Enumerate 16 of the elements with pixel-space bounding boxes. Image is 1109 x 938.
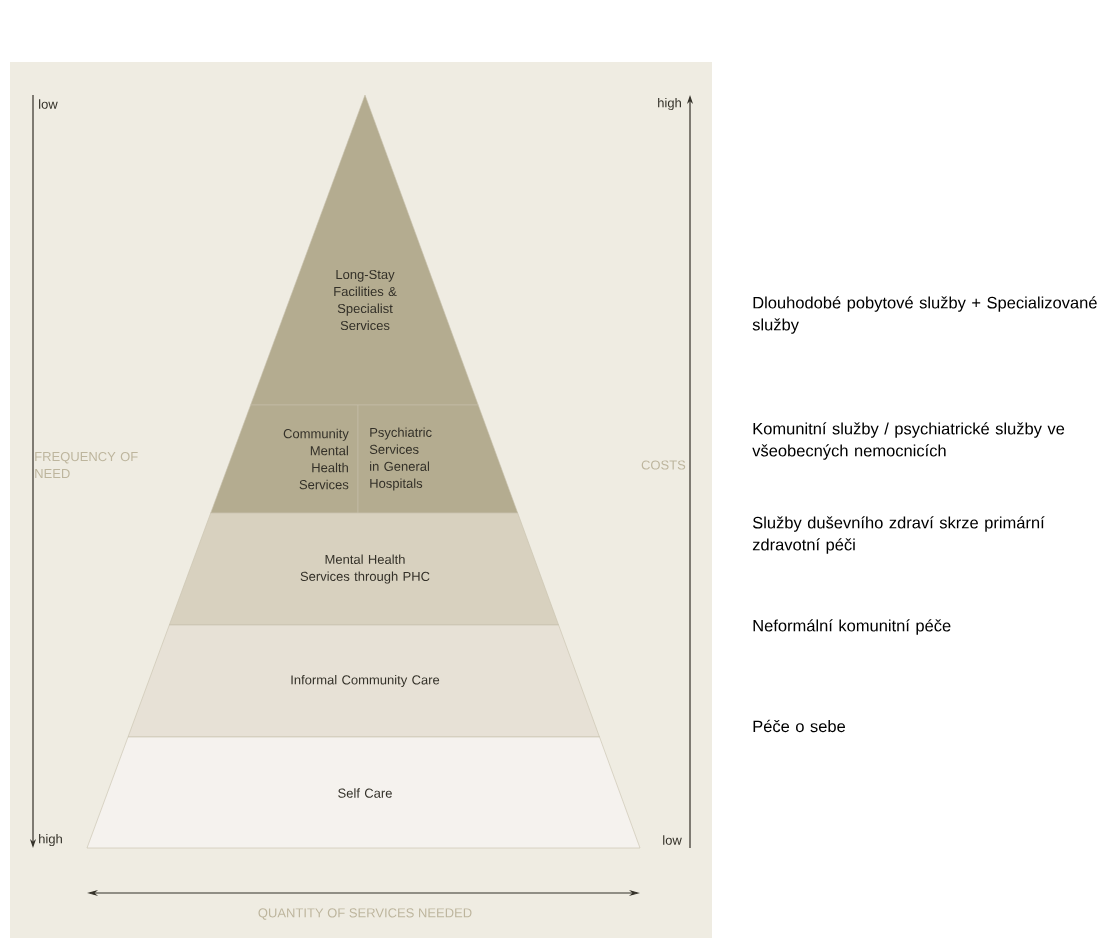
axis-label: high [39, 833, 62, 847]
translation-text: Dlouhodobé pobytové služby + Specializované služby [752, 296, 1097, 334]
axis-label: high [658, 97, 681, 111]
pyramid-layer: Self Care [86, 736, 641, 849]
translation-text: Komunitní služby / psychiatrické služby ve všeobecných nemocnicích [752, 422, 1065, 460]
translation-text: Péče o sebe [753, 719, 845, 733]
pyramid-layer: Informal Community Care [127, 624, 600, 738]
axis-title: FREQUENCY OF NEED [35, 451, 138, 479]
axis-label: low [663, 835, 682, 845]
axis-label: low [39, 99, 58, 109]
pyramid-layer: Psychiatric Services in General Hospitals [357, 404, 518, 514]
axis-title: COSTS [641, 460, 686, 470]
translation-text: Neformální komunitní péče [753, 619, 951, 635]
translation-text: Služby duševního zdraví skrze primární zdravotní péči [752, 516, 1045, 554]
pyramid-layer: Community Mental Health Services [210, 404, 359, 514]
axis-title: QUANTITY OF SERVICES NEEDED [258, 908, 472, 920]
